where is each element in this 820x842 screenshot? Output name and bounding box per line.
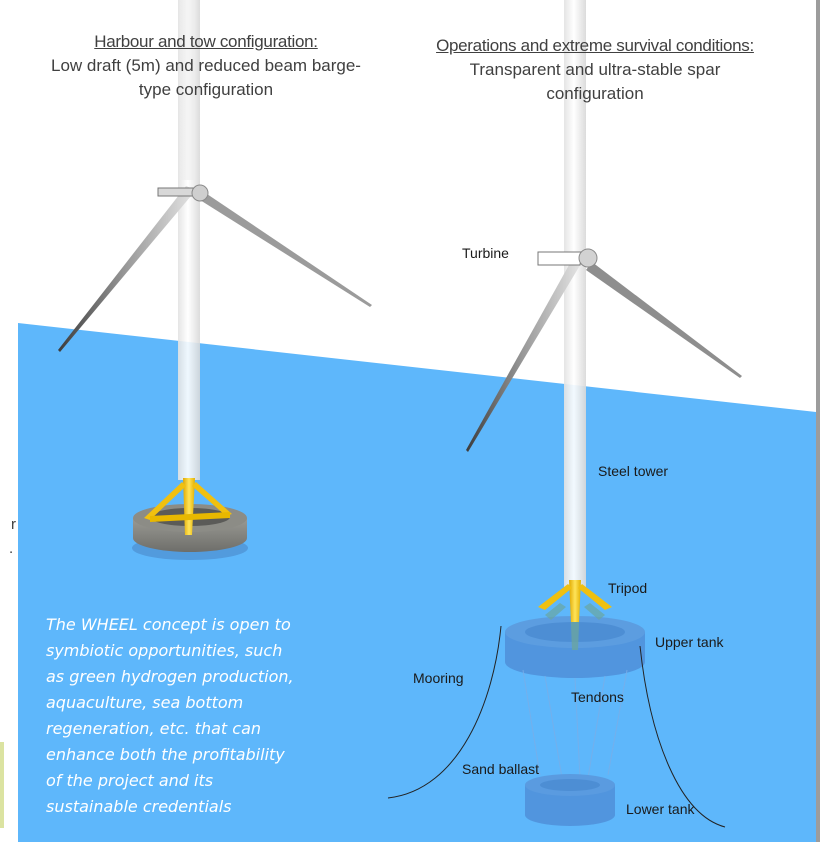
heading-harbour-config: Harbour and tow configuration: Low draft… <box>20 30 392 102</box>
clipped-text-fragment: r <box>11 516 16 533</box>
concept-line: symbiotic opportunities, such <box>46 641 283 660</box>
label-turbine: Turbine <box>462 245 509 261</box>
label-lower-tank: Lower tank <box>626 801 695 817</box>
heading-title: Operations and extreme survival conditio… <box>436 36 754 55</box>
concept-line: enhance both the profitability <box>46 745 285 764</box>
sea-surface <box>18 323 816 842</box>
mooring-line-left <box>387 625 502 799</box>
heading-line-2: type configuration <box>138 80 274 99</box>
concept-description: The WHEEL concept is open to symbiotic o… <box>46 612 316 820</box>
label-tripod: Tripod <box>608 580 648 596</box>
heading-line-1: Transparent and ultra-stable spar <box>469 60 721 79</box>
heading-line-1: Low draft (5m) and reduced beam barge- <box>51 56 361 75</box>
mooring-line-right <box>639 645 726 828</box>
heading-line-2: configuration <box>546 84 644 103</box>
concept-line: regeneration, etc. that can <box>46 719 262 738</box>
clipped-text-fragment: . <box>9 540 14 557</box>
accent-bar <box>0 742 4 828</box>
left-turbine <box>58 0 372 560</box>
label-sand-ballast: Sand ballast <box>462 761 540 777</box>
label-steel-tower: Steel tower <box>598 463 669 479</box>
page-edge-divider <box>816 0 820 842</box>
label-tendons: Tendons <box>571 689 624 705</box>
concept-line: of the project and its <box>46 771 214 790</box>
heading-operations-config: Operations and extreme survival conditio… <box>400 34 790 106</box>
concept-line: The WHEEL concept is open to <box>46 615 291 634</box>
heading-title: Harbour and tow configuration: <box>94 32 318 51</box>
label-mooring: Mooring <box>413 670 464 686</box>
concept-line: sustainable credentials <box>46 797 232 816</box>
right-turbine <box>387 0 742 828</box>
concept-line: aquaculture, sea bottom <box>46 693 244 712</box>
concept-line: as green hydrogen production, <box>46 667 294 686</box>
label-upper-tank: Upper tank <box>655 634 724 650</box>
